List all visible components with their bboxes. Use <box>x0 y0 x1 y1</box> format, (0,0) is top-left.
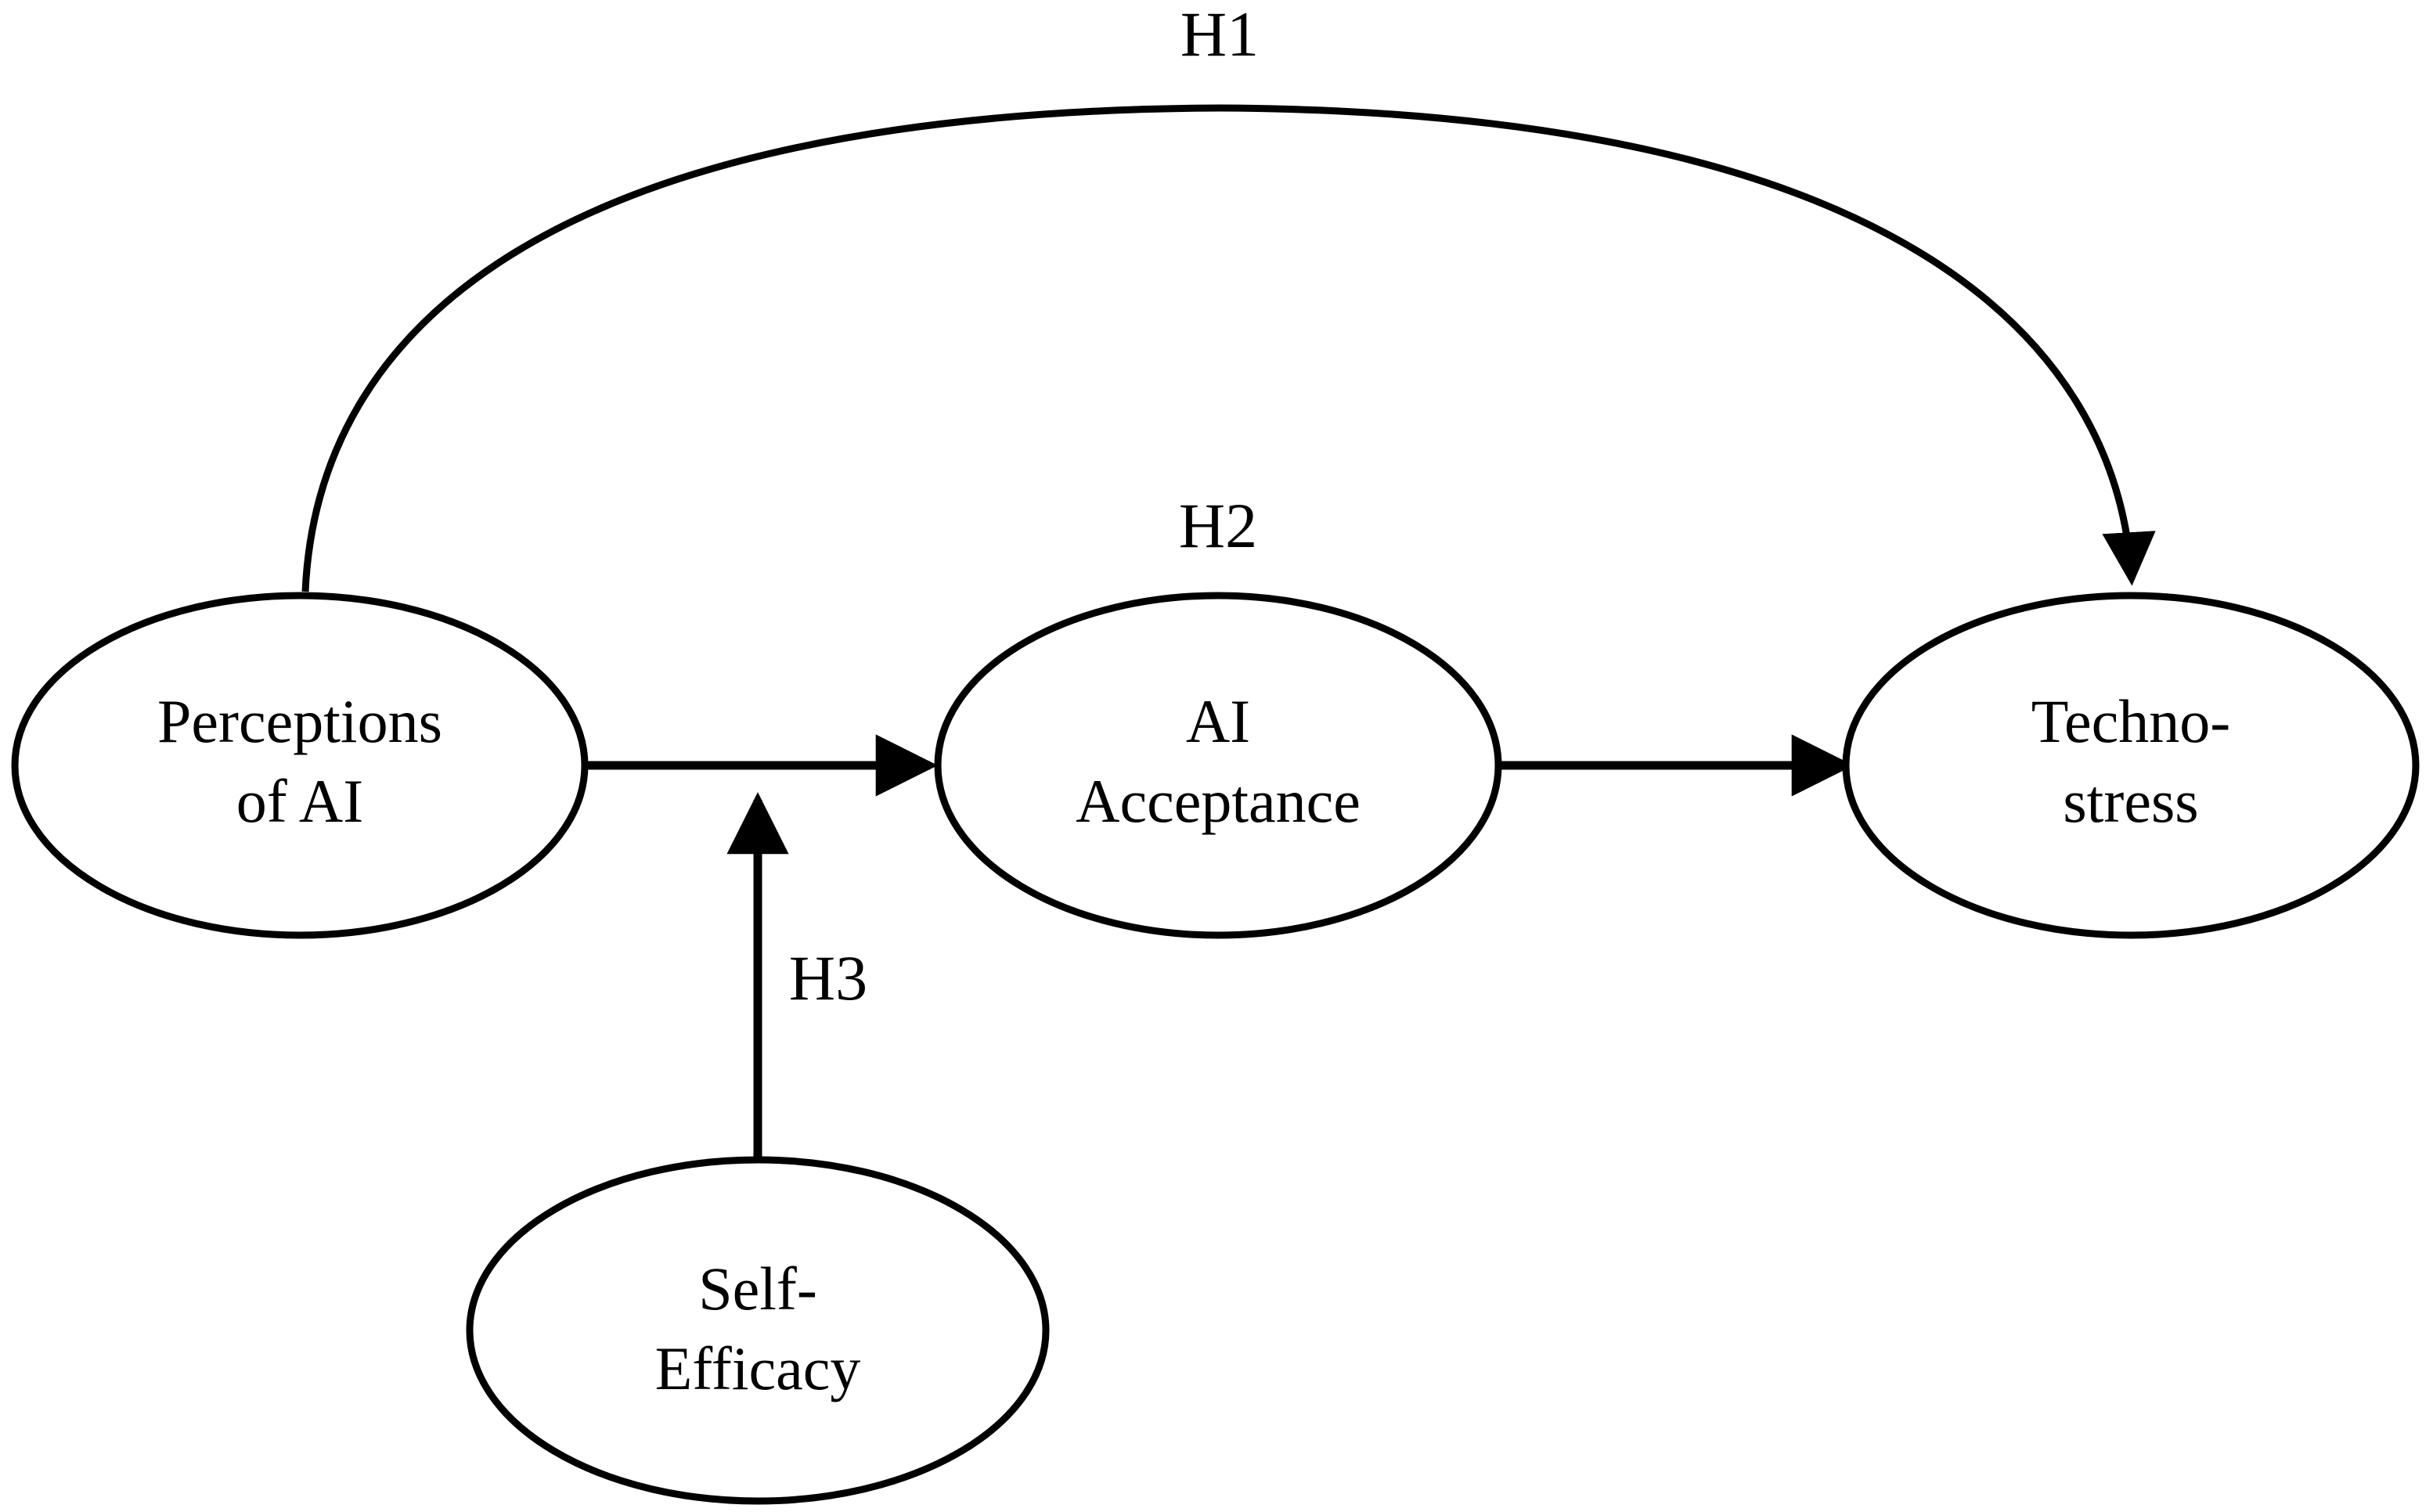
node-ai-acceptance-shape[interactable] <box>934 592 1502 939</box>
node-perceptions-of-ai-label-line1: Perceptions <box>157 687 442 755</box>
node-ai-acceptance[interactable]: AI Acceptance <box>934 592 1502 939</box>
edge-h1 <box>301 104 2156 592</box>
node-perceptions-of-ai[interactable]: Perceptions of AI <box>11 592 589 939</box>
hypothesis-label-h3: H3 <box>789 942 867 1013</box>
node-self-efficacy-label-line2: Efficacy <box>655 1334 861 1402</box>
node-self-efficacy[interactable]: Self- Efficacy <box>466 1156 1050 1505</box>
node-techno-stress-label-line2: stress <box>2063 767 2198 835</box>
node-self-efficacy-shape[interactable] <box>466 1156 1050 1505</box>
node-techno-stress-shape[interactable] <box>1842 592 2420 939</box>
node-self-efficacy-label-line1: Self- <box>698 1255 817 1323</box>
hypothesis-label-h2: H2 <box>1179 490 1257 561</box>
node-perceptions-of-ai-shape[interactable] <box>11 592 589 939</box>
edge-h1-path <box>301 104 2156 592</box>
node-ai-acceptance-label-line2: Acceptance <box>1076 767 1361 835</box>
node-techno-stress-label-line1: Techno- <box>2031 687 2230 755</box>
hypothesis-label-h1: H1 <box>1180 0 1259 70</box>
node-perceptions-of-ai-label-line2: of AI <box>236 767 363 835</box>
node-techno-stress[interactable]: Techno- stress <box>1842 592 2420 939</box>
node-ai-acceptance-label-line1: AI <box>1186 687 1250 755</box>
